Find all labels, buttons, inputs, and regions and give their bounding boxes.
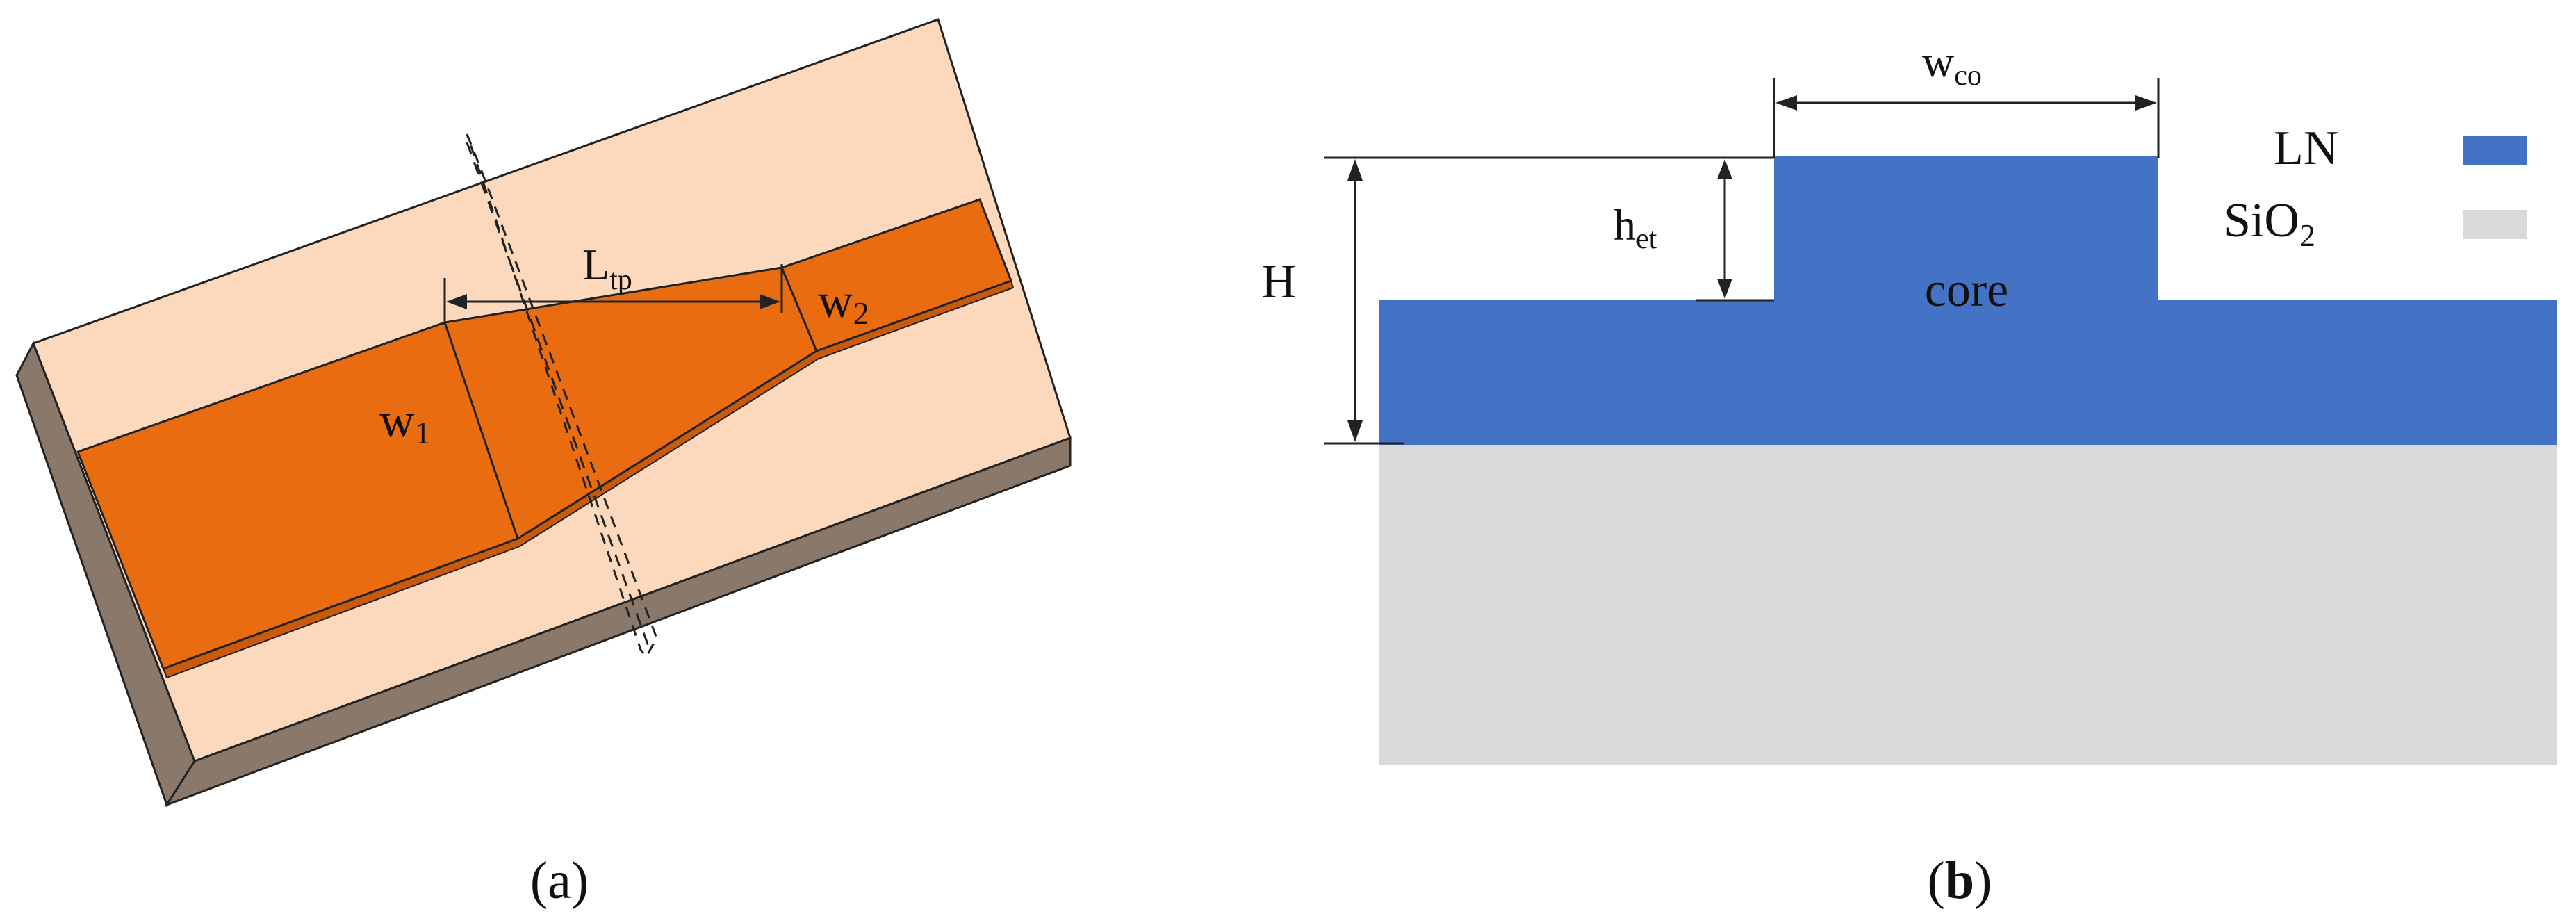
panel-a: Ltp w1 w2 (a) (15, 18, 1072, 910)
waveguide-top (76, 198, 1012, 670)
cross-section-line (466, 142, 651, 651)
legend-ln-label: LN (2274, 122, 2338, 175)
wco-label: wco (1922, 37, 1982, 92)
legend-ln-swatch (2463, 136, 2527, 165)
het-arrow-top (1717, 159, 1732, 179)
w1-label: w1 (379, 394, 431, 450)
caption-b: (b) (1928, 851, 1992, 910)
w2-label: w2 (818, 275, 869, 331)
core-label: core (1925, 263, 2008, 317)
ltp-arrow-left (446, 294, 467, 309)
wco-arrow-right (2135, 95, 2157, 111)
section-line-w1 (443, 322, 519, 539)
legend-sio2-label: SiO2 (2224, 194, 2315, 253)
cross-section-plane (466, 133, 658, 659)
het-label: het (1614, 200, 1657, 255)
h-label: H (1261, 255, 1297, 309)
legend-sio2-swatch (2463, 210, 2527, 239)
sio2-substrate (1379, 445, 2557, 765)
ln-slab (1379, 300, 2557, 445)
panel-b: wco H het core LN SiO2 (b) (1261, 37, 2557, 910)
legend: LN SiO2 (2224, 122, 2527, 253)
het-arrow-bottom (1717, 279, 1732, 299)
wco-arrow-left (1775, 95, 1797, 111)
ltp-arrow-right (760, 294, 780, 309)
ltp-label: Ltp (582, 240, 632, 296)
h-arrow-top (1347, 159, 1363, 181)
section-line-w2 (780, 267, 818, 352)
ln-core (1774, 156, 2158, 302)
caption-a: (a) (530, 851, 589, 910)
h-arrow-bottom (1347, 420, 1363, 442)
